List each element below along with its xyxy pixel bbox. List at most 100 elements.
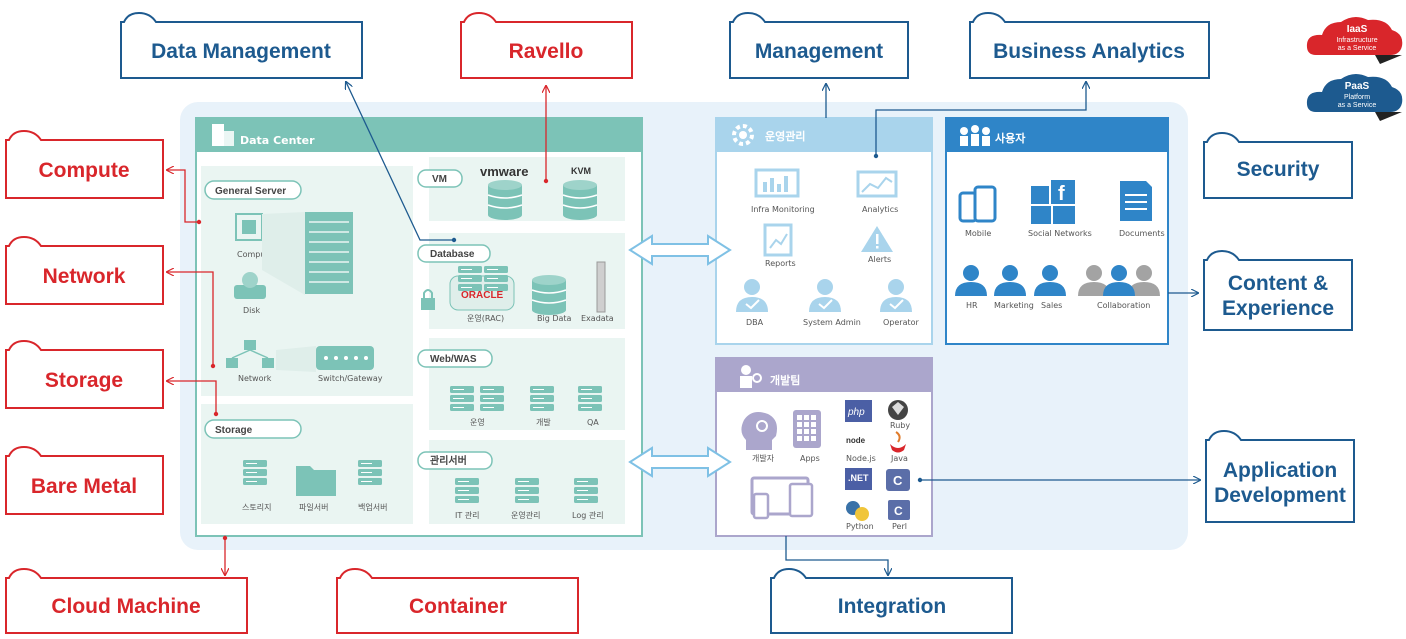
storage-server-icon [242,459,268,486]
svg-text:Compute: Compute [39,159,130,182]
dev-title: 개발팀 [770,373,800,387]
general-server-label: General Server [215,186,286,197]
svg-text:C: C [894,504,903,518]
svg-text:Content &: Content & [1228,272,1328,295]
bigdata-db-icon [531,274,567,316]
mgmt-server-icon-1 [454,477,480,504]
exadata-icon [596,261,606,313]
dev-item-apps: Apps [800,454,820,463]
web-server-icon-1 [449,385,475,412]
data-center-panel: Data Center General Server Compute Disk … [195,117,643,537]
svg-text:Bare Metal: Bare Metal [31,475,137,498]
mgmt-item-1: IT 관리 [455,510,480,520]
lang-nodejs: Node.js [846,454,876,463]
vmware-logo-text: vmware [480,164,528,179]
vm-label: VM [432,174,447,185]
backup-server-icon [357,459,383,486]
vm-db-icon-1 [487,179,523,221]
data-center-title: Data Center [240,134,315,147]
apps-grid-icon [793,410,821,448]
reports-icon [763,223,793,257]
mobile-icon [958,185,997,223]
switch-label: Switch/Gateway [318,374,383,383]
ops-item-alerts: Alerts [868,255,891,264]
web-server-icon-3 [529,385,555,412]
svg-text:as a Service: as a Service [1338,102,1377,109]
legend-iaas: IaaS Infrastructure as a Service [1306,16,1403,64]
db-item-1: 운영(RAC) [467,313,504,323]
mgmt-server-label: 관리서버 [430,454,467,467]
svg-text:Application: Application [1223,459,1337,482]
connectors [167,82,1200,575]
svg-text:Ravello: Ravello [509,40,584,63]
storage-item-2: 파일서버 [299,502,328,512]
java-logo-icon [890,431,906,453]
analytics-chart-icon [856,170,898,198]
cloud-data-management: Data Management [120,11,363,79]
web-item-3: QA [587,418,599,427]
ruby-logo-icon [888,400,908,420]
storage-section-label: Storage [215,425,253,436]
social-networks-icon: f [1031,180,1075,224]
dotnet-logo-icon: .NET [845,468,872,490]
alert-icon [861,226,893,252]
ops-item-dba: DBA [746,318,764,327]
svg-text:Platform: Platform [1344,94,1370,101]
documents-icon [1120,181,1152,221]
mgmt-server-icon-3 [573,477,599,504]
svg-text:f: f [1058,183,1065,205]
db-item-2: Big Data [537,314,572,323]
mgmt-server-icon-2 [514,477,540,504]
devices-icon [750,476,814,520]
svg-text:Network: Network [43,265,126,288]
svg-text:node: node [846,436,866,445]
building-icon [212,124,234,146]
ops-panel: 운영관리 Infra Monitoring Analytics Reports … [715,117,933,345]
lang-python: Python [846,522,874,531]
oracle-logo-text: ORACLE [461,290,504,301]
storage-item-1: 스토리지 [242,503,271,512]
svg-text:C: C [893,473,903,488]
monitor-icon [754,168,800,198]
cloud-business-analytics: Business Analytics [969,11,1210,79]
legend-paas: PaaS Platform as a Service [1306,73,1403,121]
ops-item-operator: Operator [883,318,920,327]
storage-item-3: 백업서버 [358,502,387,512]
users-item-mobile: Mobile [965,229,991,238]
cloud-compute: Compute [5,129,164,199]
database-label: Database [430,249,475,260]
svg-text:Business Analytics: Business Analytics [993,40,1185,63]
web-server-icon-4 [577,385,603,412]
dev-item-developer: 개발자 [752,453,775,463]
mgmt-item-3: Log 관리 [572,510,604,520]
gear-icon [732,124,754,146]
cloud-cloud-machine: Cloud Machine [5,567,248,634]
web-item-2: 개발 [536,417,551,427]
cloud-ravello: Ravello [460,11,633,79]
svg-text:Cloud Machine: Cloud Machine [51,595,200,618]
switch-icon [276,346,374,372]
ops-title: 운영관리 [765,129,805,143]
python-logo-icon [846,501,869,521]
users-item-documents: Documents [1119,229,1165,238]
cloud-integration: Integration [770,567,1013,634]
cloud-storage: Storage [5,339,164,409]
network-label: Network [238,374,272,383]
web-item-1: 운영 [470,417,485,427]
disk-label: Disk [243,306,261,315]
svg-text:Development: Development [1214,484,1346,507]
svg-text:Infrastructure: Infrastructure [1336,37,1377,44]
kvm-label: KVM [571,166,591,176]
lang-java: Java [890,454,908,463]
ops-item-sysadmin: System Admin [803,318,861,327]
svg-text:Storage: Storage [45,369,123,392]
rack-server-icon [262,212,353,295]
developer-badge-icon [740,365,762,388]
mgmt-item-2: 운영관리 [511,510,540,520]
people-group-icon [960,125,990,146]
lang-ruby: Ruby [890,421,910,430]
rac-cluster-icon [449,265,515,311]
ops-item-reports: Reports [765,259,796,268]
users-item-collaboration: Collaboration [1097,301,1150,310]
